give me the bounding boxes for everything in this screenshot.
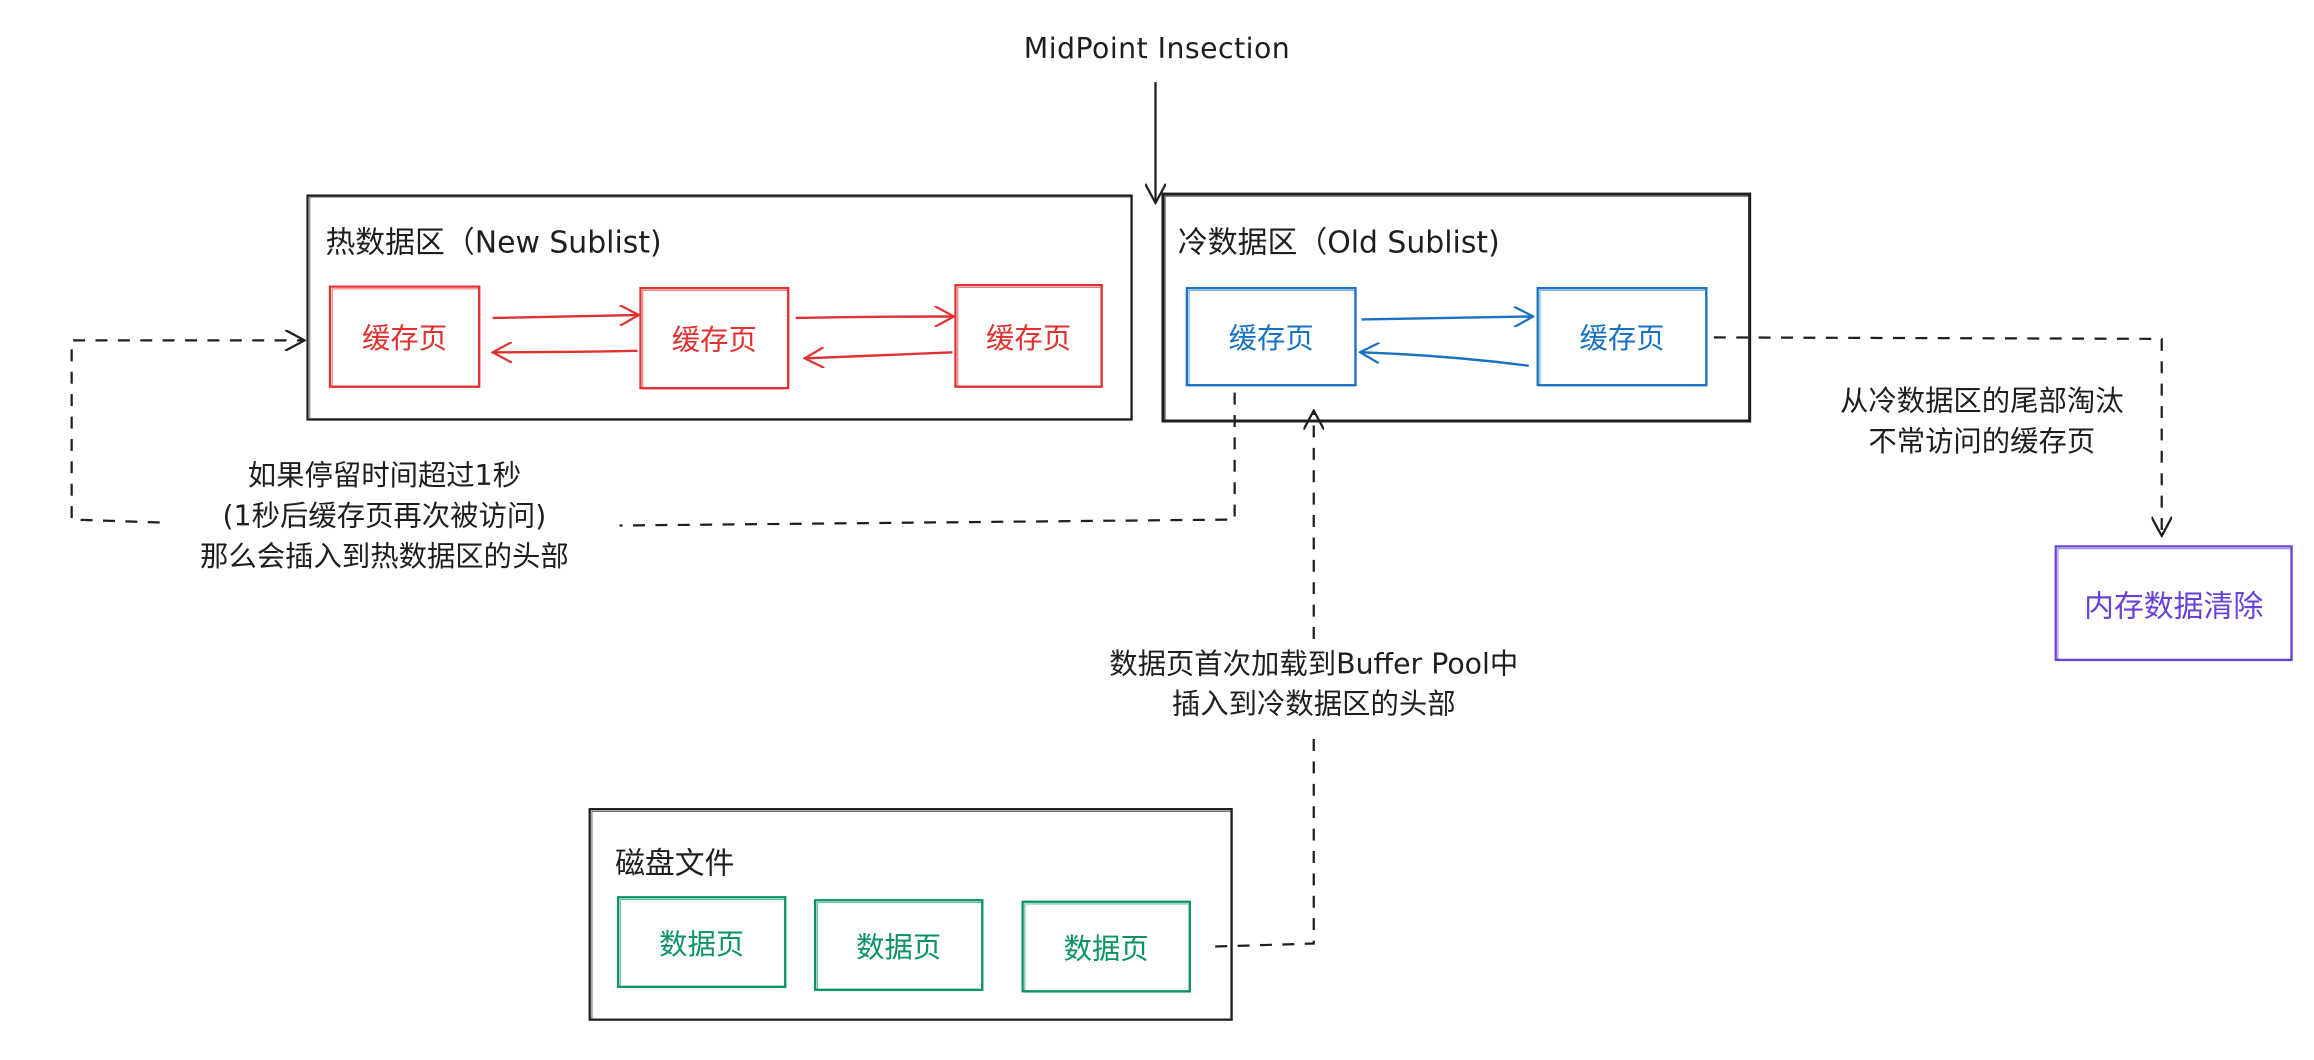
cold-page-1: 缓存页 <box>1228 322 1314 356</box>
hot-arrow-2-to-3 <box>795 316 953 317</box>
disk-region-title: 磁盘文件 <box>615 844 735 881</box>
disk-page-box-2 <box>814 899 984 992</box>
cold-page-box-2 <box>1536 287 1708 387</box>
hot-page-2: 缓存页 <box>671 323 757 357</box>
load-path <box>1215 412 1314 948</box>
promote-note: 如果停留时间超过1秒 (1秒后缓存页再次被访问) 那么会插入到热数据区的头部 <box>134 457 634 578</box>
evict-box-frame <box>2054 545 2293 662</box>
cold-arrow-1-to-2 <box>1361 316 1532 319</box>
load-note-line-2: 插入到冷数据区的头部 <box>1171 688 1456 722</box>
evict-box: 内存数据清除 <box>2084 587 2264 624</box>
promote-path <box>70 340 1236 527</box>
hot-region-frame <box>306 194 1133 421</box>
disk-page-box-3 <box>1021 900 1191 993</box>
disk-region-frame <box>588 808 1233 1021</box>
disk-page-1: 数据页 <box>659 927 745 961</box>
disk-page-2: 数据页 <box>856 930 942 964</box>
cold-region-title: 冷数据区（Old Sublist) <box>1177 223 1500 260</box>
cold-arrow-2-to-1 <box>1362 352 1529 367</box>
promote-note-line-2: (1秒后缓存页再次被访问) <box>222 500 547 533</box>
hot-page-box-1 <box>328 285 481 389</box>
promote-note-line-3: 那么会插入到热数据区的头部 <box>200 540 569 574</box>
cold-region-frame <box>1161 192 1752 423</box>
cold-page-2: 缓存页 <box>1579 322 1665 356</box>
evict-note-line-1: 从冷数据区的尾部淘汰 <box>1839 385 2124 419</box>
hot-arrow-2-to-1 <box>494 351 638 352</box>
evict-note: 从冷数据区的尾部淘汰 不常访问的缓存页 <box>1777 382 2188 463</box>
promote-note-line-1: 如果停留时间超过1秒 <box>247 459 522 493</box>
evict-note-line-2: 不常访问的缓存页 <box>1868 425 2096 459</box>
disk-page-3: 数据页 <box>1063 932 1149 966</box>
hot-arrow-1-to-2 <box>492 315 638 318</box>
hot-page-3: 缓存页 <box>986 321 1072 355</box>
hot-page-1: 缓存页 <box>362 322 448 356</box>
load-note-line-1: 数据页首次加载到Buffer Pool中 <box>1109 647 1519 681</box>
load-note: 数据页首次加载到Buffer Pool中 插入到冷数据区的头部 <box>1030 645 1597 726</box>
disk-page-box-1 <box>616 896 787 989</box>
evict-path <box>1713 336 2162 534</box>
cold-page-box-1 <box>1185 287 1357 387</box>
hot-page-box-3 <box>954 284 1103 389</box>
hot-page-box-2 <box>639 287 790 390</box>
hot-region-title: 热数据区（New Sublist) <box>325 223 662 260</box>
midpoint-label: MidPoint Insection <box>1023 32 1291 66</box>
hot-arrow-3-to-2 <box>806 352 953 358</box>
